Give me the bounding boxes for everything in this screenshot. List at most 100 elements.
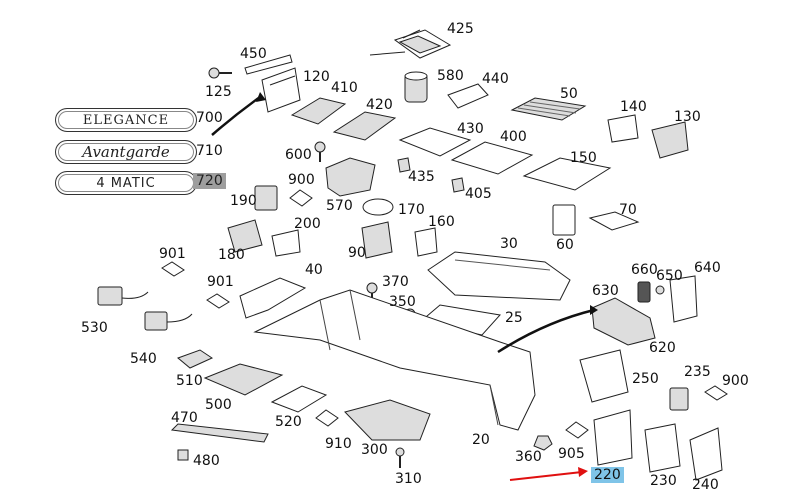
part-70-pad xyxy=(588,211,640,231)
label-150[interactable]: 150 xyxy=(570,150,597,166)
label-160[interactable]: 160 xyxy=(428,214,455,230)
part-900-connector-b xyxy=(704,385,728,401)
label-620[interactable]: 620 xyxy=(649,340,676,356)
label-200[interactable]: 200 xyxy=(294,216,321,232)
label-630[interactable]: 630 xyxy=(592,283,619,299)
part-250-vent xyxy=(579,349,629,403)
part-540-switch xyxy=(144,311,193,331)
label-140[interactable]: 140 xyxy=(620,99,647,115)
part-470-strip xyxy=(170,423,269,443)
label-650[interactable]: 650 xyxy=(656,268,683,284)
label-70[interactable]: 70 xyxy=(619,202,637,218)
label-235[interactable]: 235 xyxy=(684,364,711,380)
part-160-bracket xyxy=(414,227,438,257)
label-470[interactable]: 470 xyxy=(171,410,198,426)
part-150-frame xyxy=(522,157,612,191)
part-650-clip xyxy=(655,285,665,295)
label-220-highlighted[interactable]: 220 xyxy=(591,467,624,483)
label-310[interactable]: 310 xyxy=(395,471,422,487)
label-600[interactable]: 600 xyxy=(285,147,312,163)
part-50-roller-cover xyxy=(510,97,587,121)
part-410-pad xyxy=(290,97,347,125)
label-580[interactable]: 580 xyxy=(437,68,464,84)
label-900-upper[interactable]: 900 xyxy=(288,172,315,188)
label-300[interactable]: 300 xyxy=(361,442,388,458)
part-910-connector xyxy=(315,409,339,427)
label-435[interactable]: 435 xyxy=(408,169,435,185)
label-450[interactable]: 450 xyxy=(240,46,267,62)
label-540[interactable]: 540 xyxy=(130,351,157,367)
label-125[interactable]: 125 xyxy=(205,84,232,100)
label-520[interactable]: 520 xyxy=(275,414,302,430)
part-425-holder xyxy=(369,29,452,59)
part-230-cupholder xyxy=(644,423,681,473)
label-90[interactable]: 90 xyxy=(348,245,366,261)
part-440-bracket xyxy=(447,83,489,109)
part-20-console-body xyxy=(253,289,536,431)
label-640[interactable]: 640 xyxy=(694,260,721,276)
label-120[interactable]: 120 xyxy=(303,69,330,85)
part-235-switch xyxy=(669,387,689,411)
label-901-lower[interactable]: 901 xyxy=(207,274,234,290)
label-710[interactable]: 710 xyxy=(196,143,223,159)
part-90-actuator xyxy=(361,221,393,259)
label-900-lower[interactable]: 900 xyxy=(722,373,749,389)
part-905-connector xyxy=(565,421,589,439)
part-60-bin xyxy=(552,204,576,236)
part-200-module xyxy=(271,229,301,257)
label-570[interactable]: 570 xyxy=(326,198,353,214)
label-350[interactable]: 350 xyxy=(389,294,416,310)
badge-elegance-text: ELEGANCE xyxy=(82,112,170,128)
part-580-cupholder xyxy=(404,71,428,103)
part-400-frame xyxy=(450,141,534,175)
label-660[interactable]: 660 xyxy=(631,262,658,278)
badge-4matic: 4 MATIC xyxy=(55,171,197,195)
label-720-highlighted[interactable]: 720 xyxy=(193,173,226,189)
part-600-screw xyxy=(314,141,326,162)
label-530[interactable]: 530 xyxy=(81,320,108,336)
badge-4matic-text: 4 MATIC xyxy=(96,175,156,191)
label-510[interactable]: 510 xyxy=(176,373,203,389)
label-240[interactable]: 240 xyxy=(692,477,719,493)
part-405-clip xyxy=(451,177,465,193)
part-125-screw xyxy=(208,67,232,79)
part-420-pad xyxy=(332,111,397,141)
label-230[interactable]: 230 xyxy=(650,473,677,489)
label-430[interactable]: 430 xyxy=(457,121,484,137)
label-425[interactable]: 425 xyxy=(447,21,474,37)
label-370[interactable]: 370 xyxy=(382,274,409,290)
label-400[interactable]: 400 xyxy=(500,129,527,145)
label-405[interactable]: 405 xyxy=(465,186,492,202)
label-480[interactable]: 480 xyxy=(193,453,220,469)
badge-avantgarde: Avantgarde xyxy=(55,140,197,164)
part-430-frame xyxy=(398,127,472,157)
part-180-module xyxy=(227,219,263,253)
label-700[interactable]: 700 xyxy=(196,110,223,126)
label-910[interactable]: 910 xyxy=(325,436,352,452)
label-250[interactable]: 250 xyxy=(632,371,659,387)
label-905[interactable]: 905 xyxy=(558,446,585,462)
label-410[interactable]: 410 xyxy=(331,80,358,96)
arrow-highlight-220 xyxy=(509,471,583,481)
label-901-upper[interactable]: 901 xyxy=(159,246,186,262)
label-190[interactable]: 190 xyxy=(230,193,257,209)
arrow-badges xyxy=(211,95,261,136)
part-640-cover xyxy=(669,275,698,323)
label-20[interactable]: 20 xyxy=(472,432,490,448)
label-30[interactable]: 30 xyxy=(500,236,518,252)
part-30-armrest-lid xyxy=(427,251,571,301)
part-435-clip xyxy=(397,157,411,173)
label-420[interactable]: 420 xyxy=(366,97,393,113)
label-440[interactable]: 440 xyxy=(482,71,509,87)
label-40[interactable]: 40 xyxy=(305,262,323,278)
label-170[interactable]: 170 xyxy=(398,202,425,218)
label-500[interactable]: 500 xyxy=(205,397,232,413)
arrow-highlight-220-head xyxy=(578,467,588,477)
label-130[interactable]: 130 xyxy=(674,109,701,125)
label-25[interactable]: 25 xyxy=(505,310,523,326)
label-60[interactable]: 60 xyxy=(556,237,574,253)
label-50[interactable]: 50 xyxy=(560,86,578,102)
label-180[interactable]: 180 xyxy=(218,247,245,263)
label-360[interactable]: 360 xyxy=(515,449,542,465)
